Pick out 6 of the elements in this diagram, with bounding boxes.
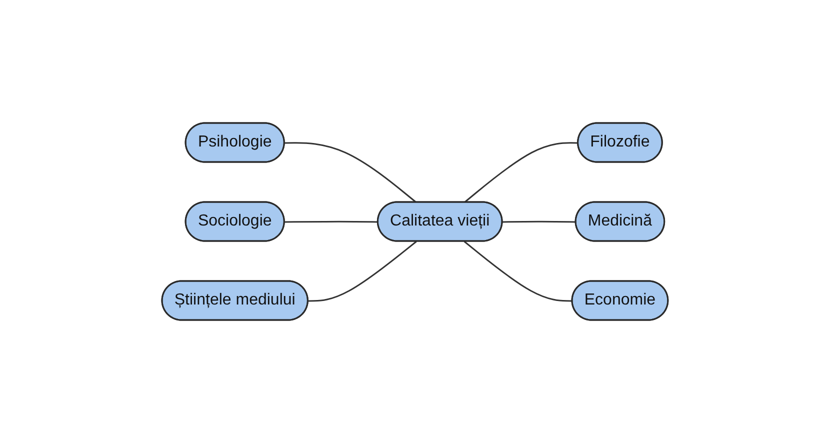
- connector: [284, 142, 416, 204]
- connector: [502, 220, 576, 223]
- connector: [463, 240, 572, 302]
- connector: [308, 240, 416, 302]
- connector: [284, 220, 378, 223]
- connector: [463, 142, 578, 204]
